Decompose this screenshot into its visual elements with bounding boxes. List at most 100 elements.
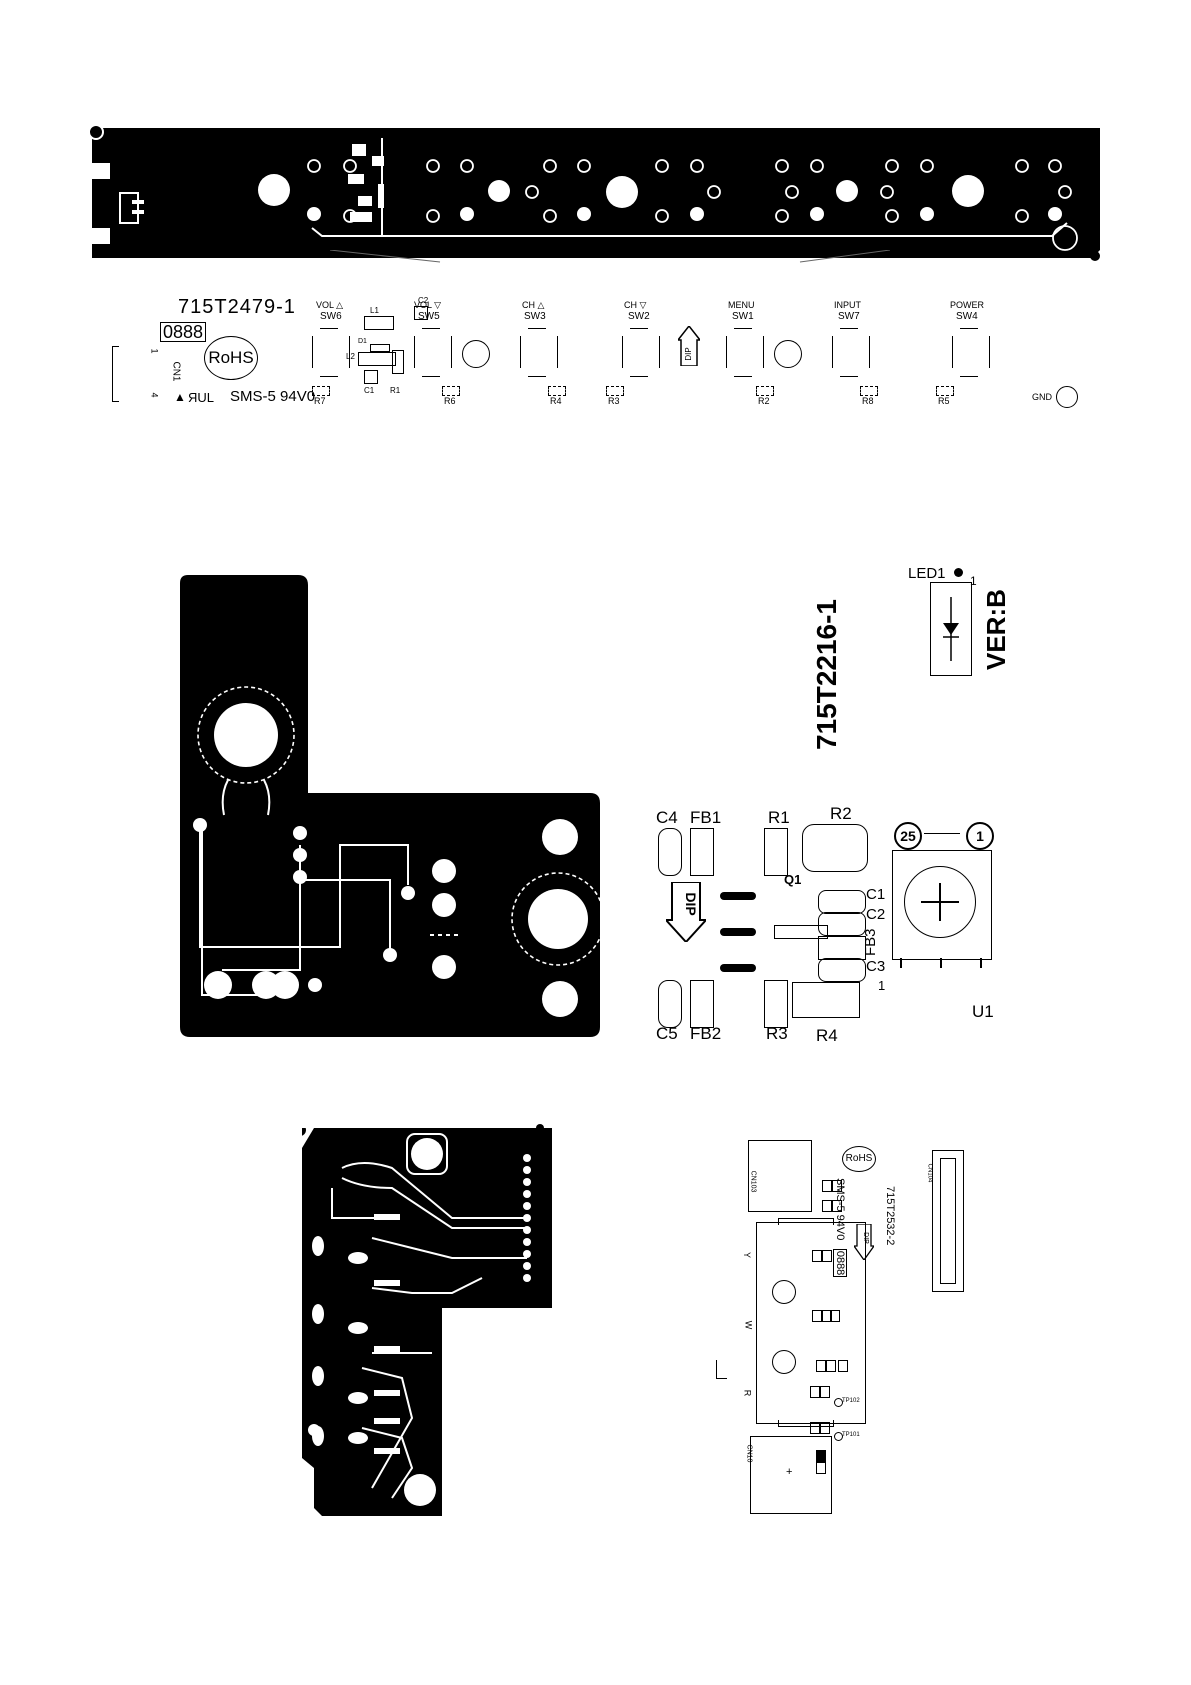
- connector-cn103-label: CN103: [749, 1170, 757, 1193]
- av-part-number: 715T2532-2: [884, 1186, 896, 1246]
- switch-ref: SW1: [732, 311, 754, 322]
- switch-sw7: INPUT SW7 R8: [830, 290, 890, 410]
- label-q1: Q1: [784, 872, 802, 887]
- gnd-pad: [1056, 386, 1078, 408]
- label-c5: C5: [656, 1024, 678, 1043]
- test-point-tp101: TP101: [842, 1432, 860, 1438]
- label-r3: R3: [766, 1024, 788, 1043]
- resistor-ref: R8: [862, 396, 874, 406]
- switch-sw2: CH ▽ SW2 R3: [606, 290, 680, 410]
- ir-version: VER:B: [981, 589, 1011, 670]
- connector-cn10-label: CN10: [745, 1444, 753, 1463]
- switch-name: VOL △: [316, 300, 344, 310]
- connector-cn104: [932, 1150, 964, 1292]
- label-fb2: FB2: [690, 1024, 722, 1043]
- ir-silkscreen: 715T2216-1 LED1 1 VER:B C4 FB1 R1 R2 Q1 …: [640, 560, 1020, 1045]
- ir-pcb-copper: [180, 575, 605, 1037]
- resistor-ref: R6: [444, 396, 456, 406]
- switch-name: POWER: [950, 300, 985, 310]
- warning-triangle-icon: ▲: [174, 390, 186, 404]
- switch-ref: SW4: [956, 311, 978, 322]
- diode-icon: [943, 597, 959, 661]
- part-l2: L2: [346, 352, 355, 361]
- dip-arrow-down-icon: DIP: [663, 881, 709, 944]
- label-c2: C2: [866, 906, 886, 923]
- switch-sw3: CH △ SW3 R4: [518, 290, 578, 410]
- label-c1: C1: [866, 886, 886, 903]
- switch-ref: SW2: [628, 311, 650, 322]
- av-dip-text: DIP: [862, 1232, 869, 1244]
- connector-pin-1: 1: [149, 348, 160, 354]
- guide-lines: [330, 250, 890, 263]
- av-jack-block: [756, 1222, 866, 1424]
- ic-u1-receiver: [904, 866, 976, 938]
- switch-ref: SW7: [838, 311, 860, 322]
- pin-marker-1: 1: [878, 978, 886, 993]
- label-r4: R4: [816, 1026, 838, 1045]
- switch-name: VOL ▽: [414, 300, 442, 310]
- keypad-silkscreen: 715T2479-1 0888 RoHS 1 CN1 4 ЯUL ▲ SMS-5…: [100, 290, 1090, 415]
- av-rohs-label: RoHS: [845, 1153, 873, 1164]
- switch-sw1: MENU SW1 R2: [724, 290, 784, 410]
- label-c3: C3: [866, 958, 886, 975]
- av-silkscreen: CN103 Y W R CN10 + TP102 TP101 SMS-5 94V…: [700, 1130, 990, 1520]
- rohs-logo: RoHS: [204, 336, 258, 380]
- keypad-pcb-copper: [92, 128, 1100, 261]
- corner-marker: [88, 124, 104, 140]
- resistor-ref: R3: [608, 396, 620, 406]
- label-fb1: FB1: [690, 808, 722, 827]
- switch-name: INPUT: [834, 300, 861, 310]
- label-r2: R2: [830, 804, 852, 823]
- jack-r-label: R: [742, 1389, 753, 1397]
- diode-label: D1: [358, 338, 367, 345]
- connector-cn103: [748, 1140, 812, 1212]
- pin-1-text: 1: [976, 828, 984, 844]
- part-c1: C1: [364, 386, 375, 395]
- svg-text:DIP: DIP: [684, 347, 693, 360]
- rohs-label: RoHS: [208, 348, 254, 367]
- resistor-ref: R5: [938, 396, 950, 406]
- dip-text: DIP: [683, 892, 699, 915]
- switch-ref: SW5: [418, 311, 440, 322]
- led-label: LED1: [908, 565, 946, 582]
- connector-bracket: [112, 346, 119, 402]
- part-r1: R1: [390, 386, 401, 395]
- switch-ref: SW6: [320, 311, 342, 322]
- ir-part-number: 715T2216-1: [811, 598, 842, 750]
- code-box: 0888: [160, 322, 207, 342]
- ul-mark: ЯUL: [188, 390, 215, 405]
- av-pcb-copper: [302, 1128, 552, 1516]
- connector-label: CN1: [170, 361, 182, 382]
- connector-cn104-label: CN104: [926, 1163, 933, 1183]
- label-fb3: FB3: [862, 928, 879, 956]
- test-point-tp102: TP102: [842, 1398, 860, 1404]
- board-part-number: 715T2479-1: [178, 296, 296, 318]
- led-pin: 1: [970, 574, 977, 588]
- label-r1: R1: [768, 808, 790, 827]
- pin-25-marker: 25: [894, 822, 922, 850]
- part-l1: L1: [370, 306, 379, 315]
- switch-name: MENU: [728, 300, 755, 310]
- resistor-ref: R2: [758, 396, 770, 406]
- switch-sw6: VOL △ SW6 R7: [308, 290, 368, 410]
- resistor-ref: R4: [550, 396, 562, 406]
- av-rohs-logo: RoHS: [842, 1146, 876, 1172]
- part-c2: C2: [418, 296, 429, 305]
- switch-name: CH △: [522, 300, 545, 310]
- gnd-label: GND: [1032, 392, 1052, 402]
- pin-25-text: 25: [900, 828, 916, 844]
- connector-pin-4: 4: [149, 392, 160, 398]
- label-c4: C4: [656, 808, 678, 827]
- dip-arrow-icon: DIP: [676, 324, 702, 367]
- switch-ref: SW3: [524, 311, 546, 322]
- label-u1: U1: [972, 1002, 994, 1021]
- av-flammability: SMS-5 94V0: [834, 1178, 846, 1241]
- flammability-rating: SMS-5 94V0: [230, 388, 316, 405]
- connector-cn10: [750, 1436, 832, 1514]
- jack-y-label: Y: [742, 1251, 753, 1259]
- led-footprint: [930, 582, 972, 676]
- resistor-ref: R7: [314, 396, 326, 406]
- ic-u1-footprint: [892, 850, 992, 960]
- switch-sw5: VOL ▽ SW5 R6: [412, 290, 472, 410]
- av-dip-arrow-icon: DIP: [852, 1223, 876, 1262]
